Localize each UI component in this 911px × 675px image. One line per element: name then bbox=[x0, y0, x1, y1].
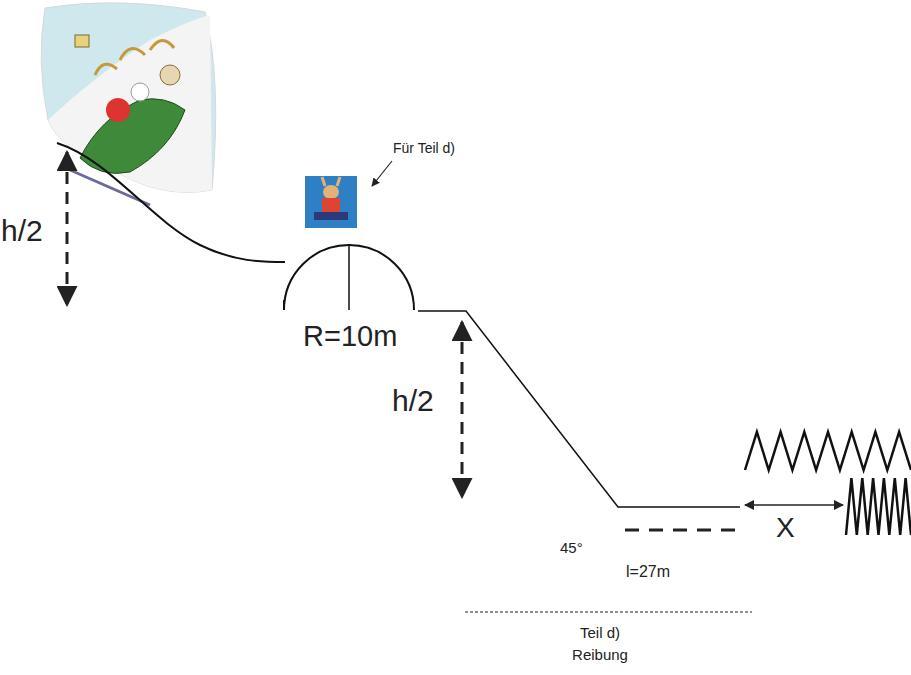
distance-label: X bbox=[776, 513, 795, 544]
angle-label: 45° bbox=[560, 540, 583, 557]
friction-note: Teil d) Reibung bbox=[560, 622, 640, 666]
kangaroo-picture bbox=[305, 176, 357, 228]
part-note: Für Teil d) bbox=[393, 141, 455, 156]
length-label: l=27m bbox=[626, 563, 670, 581]
radius-label: R=10m bbox=[303, 321, 397, 353]
height-label: h/2 bbox=[1, 214, 43, 247]
height-label: h/2 bbox=[392, 384, 434, 417]
